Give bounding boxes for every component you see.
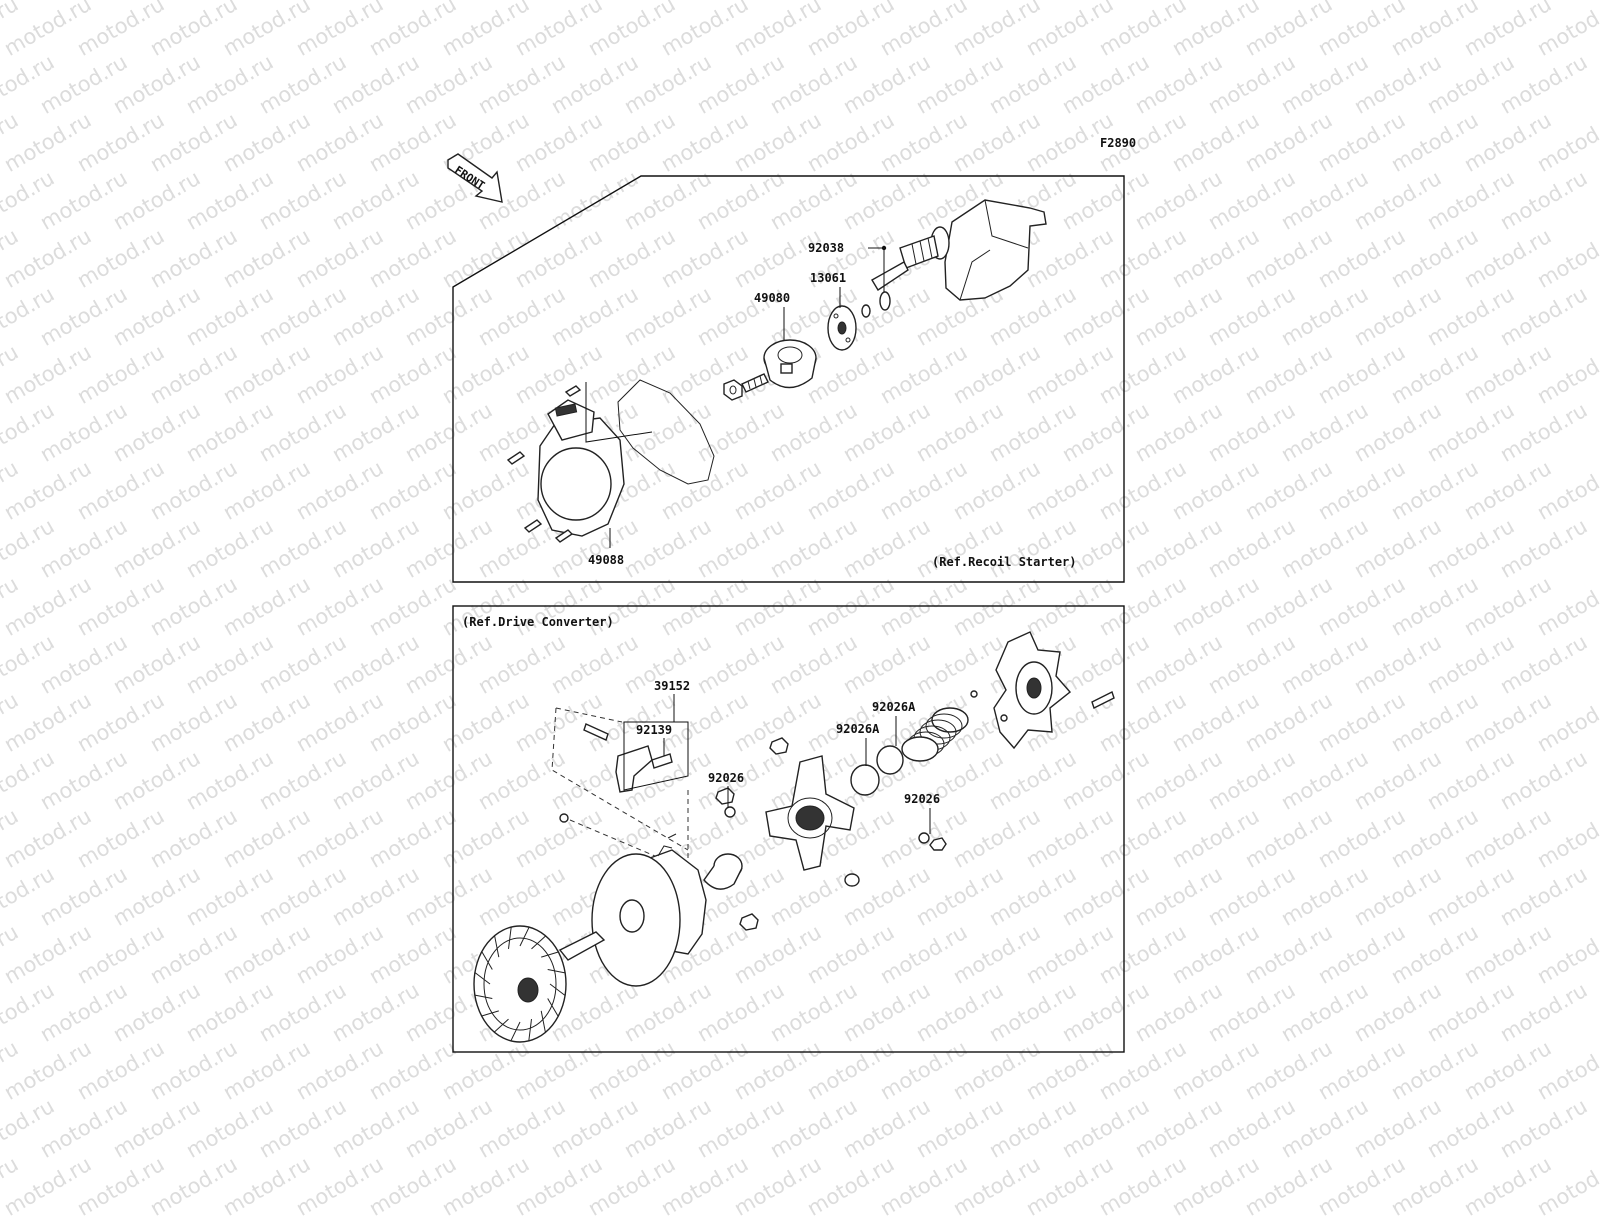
bushing-part <box>970 690 978 698</box>
spider-part <box>765 755 855 871</box>
upper-panel-reference: (Ref.Recoil Starter) <box>932 555 1077 569</box>
fin-line <box>547 969 566 974</box>
part-number-49080: 49080 <box>754 291 790 305</box>
lower-panel: (Ref.Drive Converter) <box>452 605 1125 1053</box>
ring-part <box>918 832 930 844</box>
part-number-13061: 13061 <box>810 271 846 285</box>
fin-line <box>494 935 500 958</box>
fin-line <box>474 972 491 985</box>
fixed-sheave-part <box>473 925 606 1043</box>
crankshaft-part <box>871 199 1047 301</box>
ring-part <box>861 304 871 318</box>
front-arrow-icon: FRONT <box>447 153 503 203</box>
spring-part <box>901 707 969 762</box>
part-number-49088: 49088 <box>588 553 624 567</box>
fin-line <box>541 951 559 958</box>
weight-arm-part <box>583 723 673 793</box>
ring-part <box>559 813 569 823</box>
gasket-part <box>617 379 715 485</box>
fin-line <box>510 1021 521 1042</box>
nut-part <box>929 837 947 851</box>
fin-line <box>474 994 493 999</box>
nut-part <box>739 913 759 931</box>
bolt-icon <box>506 385 582 543</box>
fin-line <box>531 935 547 950</box>
washer-part <box>876 745 904 775</box>
fin-line <box>508 927 512 949</box>
bushing-part <box>844 873 860 887</box>
part-number-92038: 92038 <box>808 241 844 255</box>
part-number-39152: 39152 <box>654 679 690 693</box>
spider-plate-part <box>993 631 1072 750</box>
washer-part <box>850 764 880 796</box>
lower-panel-frame <box>452 605 1125 1053</box>
ring-part <box>879 291 891 311</box>
nut-part <box>769 737 789 755</box>
pulley-cup-part <box>763 339 817 389</box>
lower-panel-reference: (Ref.Drive Converter) <box>462 615 614 629</box>
bushing-part <box>1000 714 1008 722</box>
upper-panel: (Ref.Recoil Starter) <box>452 175 1125 583</box>
part-number-92026a-lower: 92026A <box>836 722 880 736</box>
kit-frame <box>623 721 689 791</box>
part-number-92026a-upper: 92026A <box>872 700 916 714</box>
fin-line <box>540 1010 546 1033</box>
sleeve-part <box>703 853 743 890</box>
fin-line <box>519 926 530 947</box>
nut-part <box>715 787 735 805</box>
figure-code: F2890 <box>1100 136 1136 150</box>
bolt-part <box>741 373 769 393</box>
fin-line <box>481 1010 499 1017</box>
upper-panel-frame <box>452 175 1125 583</box>
fin-line <box>547 998 559 1017</box>
leader-line <box>585 382 653 443</box>
plate-part <box>827 305 857 351</box>
ring-part <box>724 806 736 818</box>
fin-line <box>549 983 566 996</box>
nut-part <box>723 379 743 401</box>
fin-line <box>528 1019 532 1041</box>
movable-sheave-part <box>591 833 707 987</box>
fin-line <box>493 1018 509 1033</box>
part-number-92026-left: 92026 <box>708 771 744 785</box>
part-number-92139: 92139 <box>636 723 672 737</box>
fin-line <box>481 951 493 970</box>
bolt-icon <box>1091 691 1115 709</box>
part-number-92026-right: 92026 <box>904 792 940 806</box>
cover-part <box>537 399 625 537</box>
